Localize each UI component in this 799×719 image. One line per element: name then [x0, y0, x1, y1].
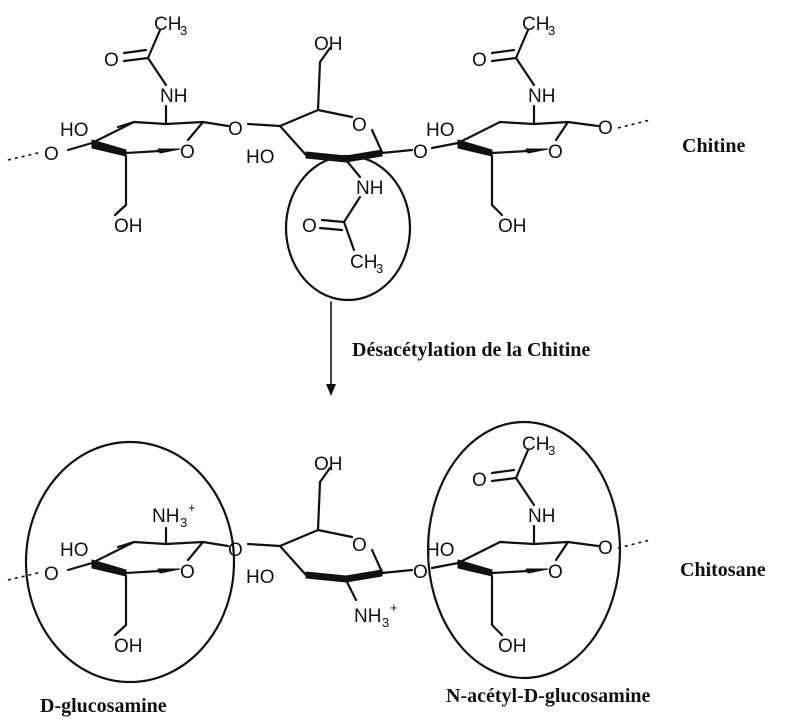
atom-ho: HO	[60, 120, 89, 141]
atom-oh: OH	[314, 34, 343, 55]
atom-sub: 3	[548, 23, 555, 38]
chitosan-atom-labels: O HO NH 3 + O OH O OH O HO NH 3 + O HO N…	[44, 434, 613, 657]
atom-ho: HO	[426, 120, 455, 141]
atom-o: O	[44, 144, 59, 165]
atom-nh: NH	[354, 606, 381, 627]
atom-o: O	[352, 535, 367, 556]
reaction-arrow	[326, 301, 336, 396]
atom-o: O	[104, 50, 119, 71]
atom-ho: HO	[426, 540, 455, 561]
atom-sub: 3	[548, 443, 555, 458]
atom-o: O	[472, 50, 487, 71]
atom-nh: NH	[528, 86, 555, 107]
atom-o: O	[302, 216, 317, 237]
chitin-chain	[7, 28, 651, 302]
atom-oh: OH	[114, 216, 143, 237]
atom-sub: 3	[376, 261, 383, 276]
d-glucosamine-circle	[24, 440, 236, 684]
atom-ho: HO	[60, 540, 89, 561]
label-d-glucosamine: D-glucosamine	[40, 695, 167, 717]
atom-oh: OH	[314, 454, 343, 475]
atom-o: O	[228, 540, 243, 561]
chitin-ring-2	[246, 46, 414, 179]
atom-o: O	[472, 470, 487, 491]
chitosan-ring-2	[246, 466, 414, 602]
label-n-acetyl-d-glucosamine: N-acétyl-D-glucosamine	[446, 685, 651, 707]
atom-charge: +	[390, 600, 398, 615]
atom-oh: OH	[114, 636, 143, 657]
chitosan-ring-3	[430, 524, 600, 637]
acetyl-group-3	[490, 28, 536, 87]
atom-sub: 3	[382, 615, 389, 630]
atom-charge: +	[188, 500, 196, 515]
atom-o: O	[598, 538, 613, 559]
label-chitine: Chitine	[682, 135, 745, 157]
atom-nh: NH	[160, 86, 187, 107]
atom-nh: NH	[152, 506, 179, 527]
acetamide-highlight-circle	[284, 154, 412, 302]
n-acetyl-glucosamine-circle	[426, 420, 622, 680]
atom-ch: CH	[154, 14, 181, 35]
acetyl-group-2	[318, 195, 362, 252]
atom-nh: NH	[356, 178, 383, 199]
atom-oh: OH	[498, 636, 527, 657]
atom-o: O	[598, 118, 613, 139]
atom-sub: 3	[180, 515, 187, 530]
acetyl-group-1	[122, 28, 168, 87]
atom-o: O	[548, 142, 563, 163]
chain-continuation-left	[7, 151, 43, 161]
chitosan-chain	[7, 420, 651, 684]
atom-o: O	[180, 562, 195, 583]
atom-ho: HO	[246, 567, 275, 588]
atom-o: O	[413, 562, 428, 583]
atom-nh: NH	[528, 506, 555, 527]
atom-o: O	[180, 142, 195, 163]
chitin-ring-1	[66, 104, 230, 217]
atom-o: O	[352, 115, 367, 136]
atom-o: O	[548, 562, 563, 583]
atom-sub: 3	[180, 23, 187, 38]
atom-oh: OH	[498, 216, 527, 237]
atom-ch: CH	[522, 434, 549, 455]
atom-ch: CH	[522, 14, 549, 35]
chitin-ring-3	[430, 104, 600, 217]
atom-o: O	[228, 119, 243, 140]
atom-ch: CH	[350, 252, 377, 273]
atom-o: O	[44, 564, 59, 585]
label-chitosane: Chitosane	[680, 559, 766, 581]
atom-ho: HO	[246, 147, 275, 168]
chitosan-ring-1	[66, 526, 230, 637]
chain-continuation-right	[617, 119, 651, 129]
atom-o: O	[413, 142, 428, 163]
acetyl-group-chitosan	[490, 448, 536, 507]
chitin-atom-labels: O HO NH O CH 3 O OH O OH O HO NH O CH 3 …	[44, 14, 613, 276]
label-reaction: Désacétylation de la Chitine	[352, 339, 590, 361]
